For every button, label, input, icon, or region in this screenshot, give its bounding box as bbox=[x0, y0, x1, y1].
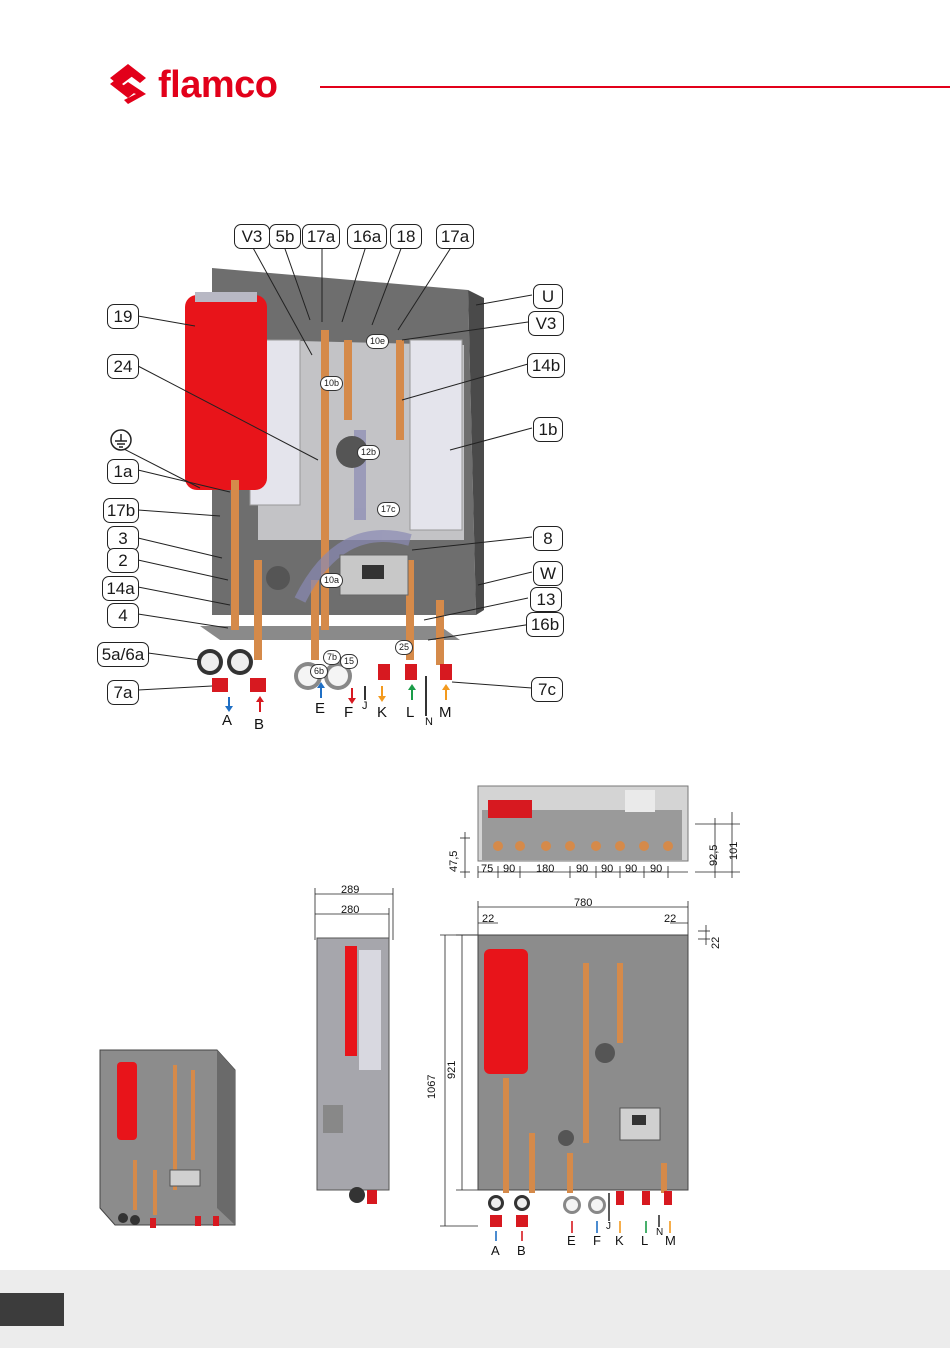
margin-top-22: 22 bbox=[710, 937, 722, 949]
front-port-m: M bbox=[665, 1233, 676, 1248]
tag-12b: 12b bbox=[357, 445, 380, 460]
tag-25: 25 bbox=[395, 640, 413, 655]
port-l: L bbox=[406, 704, 414, 721]
port-j: J bbox=[362, 700, 368, 712]
spacing-90-d: 90 bbox=[625, 863, 637, 875]
margin-right-22: 22 bbox=[664, 913, 676, 925]
callout-7c: 7c bbox=[531, 677, 563, 702]
front-port-j: J bbox=[606, 1221, 611, 1232]
front-port-n: N bbox=[656, 1227, 663, 1238]
footer-band bbox=[0, 1270, 950, 1348]
tag-10b: 10b bbox=[320, 376, 343, 391]
callout-1a: 1a bbox=[107, 459, 139, 484]
height-47-5: 47,5 bbox=[448, 851, 460, 872]
callout-19: 19 bbox=[107, 304, 139, 329]
port-n: N bbox=[425, 716, 433, 728]
depth-280: 280 bbox=[341, 904, 359, 916]
tag-6b: 6b bbox=[310, 664, 328, 679]
port-k: K bbox=[377, 704, 387, 721]
callout-1b: 1b bbox=[533, 417, 563, 442]
side-view-drawing bbox=[305, 880, 405, 1230]
footer-page-tab bbox=[0, 1293, 64, 1326]
callout-top-16a: 16a bbox=[347, 224, 387, 249]
callout-5a-6a: 5a/6a bbox=[97, 642, 149, 667]
height-92-5: 92,5 bbox=[708, 845, 720, 866]
side-view: 289 280 bbox=[305, 880, 405, 1230]
margin-left-22: 22 bbox=[482, 913, 494, 925]
front-port-l: L bbox=[641, 1233, 648, 1248]
callout-7a: 7a bbox=[107, 680, 139, 705]
spacing-90-b: 90 bbox=[576, 863, 588, 875]
front-view-drawing bbox=[420, 893, 740, 1263]
height-921: 921 bbox=[446, 1061, 458, 1079]
spacing-75: 75 bbox=[481, 863, 493, 875]
main-diagram: 19 24 1a 17b 3 2 14a 4 5a/6a 7a V3 5b 17… bbox=[0, 0, 950, 760]
spacing-90-a: 90 bbox=[503, 863, 515, 875]
tag-15: 15 bbox=[340, 654, 358, 669]
isometric-view bbox=[95, 1040, 245, 1235]
callout-24: 24 bbox=[107, 354, 139, 379]
depth-289: 289 bbox=[341, 884, 359, 896]
callout-top-5b: 5b bbox=[269, 224, 301, 249]
front-port-a: A bbox=[491, 1243, 500, 1258]
tag-10a: 10a bbox=[320, 573, 343, 588]
port-b: B bbox=[254, 716, 264, 733]
callout-top-17a-left: 17a bbox=[302, 224, 340, 249]
callout-17b: 17b bbox=[103, 498, 139, 523]
isometric-drawing bbox=[95, 1040, 245, 1235]
front-port-b: B bbox=[517, 1243, 526, 1258]
bottom-view: 75 90 180 90 90 90 90 47,5 92,5 101 bbox=[440, 780, 760, 890]
height-101: 101 bbox=[728, 842, 740, 860]
front-view: 780 22 22 22 1067 921 A B E F J K L N M bbox=[420, 893, 740, 1263]
callout-top-18: 18 bbox=[390, 224, 422, 249]
width-780: 780 bbox=[574, 897, 592, 909]
front-port-e: E bbox=[567, 1233, 576, 1248]
callout-14a: 14a bbox=[102, 576, 139, 601]
spacing-90-c: 90 bbox=[601, 863, 613, 875]
callout-top-17a-right: 17a bbox=[436, 224, 474, 249]
spacing-90-e: 90 bbox=[650, 863, 662, 875]
tag-17c: 17c bbox=[377, 502, 400, 517]
port-a: A bbox=[222, 712, 232, 729]
front-port-f: F bbox=[593, 1233, 601, 1248]
callout-w: W bbox=[533, 561, 563, 586]
callout-2: 2 bbox=[107, 548, 139, 573]
callout-13: 13 bbox=[530, 587, 562, 612]
port-f: F bbox=[344, 704, 353, 721]
spacing-180: 180 bbox=[536, 863, 554, 875]
callout-16b: 16b bbox=[526, 612, 564, 637]
port-e: E bbox=[315, 700, 325, 717]
tag-7b: 7b bbox=[323, 650, 341, 665]
height-1067: 1067 bbox=[426, 1075, 438, 1099]
callout-8: 8 bbox=[533, 526, 563, 551]
callout-right-v3: V3 bbox=[528, 311, 564, 336]
front-port-k: K bbox=[615, 1233, 624, 1248]
port-m: M bbox=[439, 704, 452, 721]
callout-u: U bbox=[533, 284, 563, 309]
tag-10e: 10e bbox=[366, 334, 389, 349]
callout-top-v3: V3 bbox=[234, 224, 270, 249]
callout-4: 4 bbox=[107, 603, 139, 628]
callout-14b: 14b bbox=[527, 353, 565, 378]
